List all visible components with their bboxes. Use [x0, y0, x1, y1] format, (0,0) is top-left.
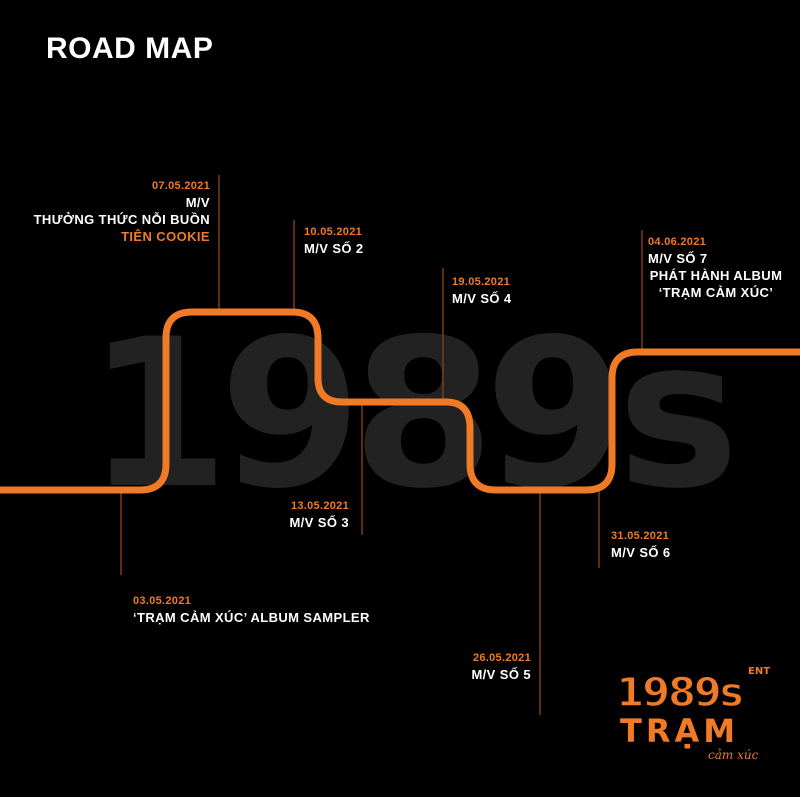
logo-wordmark: 1989s: [616, 672, 745, 712]
logo-ent: ENT: [748, 666, 771, 677]
event-31-05: 31.05.2021 M/V SỐ 6: [611, 530, 671, 561]
event-line: M/V SỐ 2: [304, 241, 364, 256]
logo-subtitle: cảm xúc: [708, 748, 759, 762]
event-10-05: 10.05.2021 M/V SỐ 2: [304, 226, 364, 257]
event-date: 26.05.2021: [472, 652, 531, 664]
event-line: M/V SỐ 5: [471, 667, 531, 682]
event-date: 13.05.2021: [290, 500, 349, 512]
event-19-05: 19.05.2021 M/V SỐ 4: [452, 276, 512, 307]
logo-name: TRẠM: [620, 712, 740, 750]
event-04-06: 04.06.2021 M/V SỐ 7 PHÁT HÀNH ALBUM ‘TRẠ…: [648, 236, 784, 301]
event-line: M/V SỐ 7: [648, 251, 708, 266]
brand-logo: 1989s ENT TRẠM cảm xúc: [600, 666, 770, 782]
event-line: M/V SỐ 6: [611, 545, 671, 560]
event-date: 10.05.2021: [304, 226, 363, 238]
event-line: ‘TRẠM CẢM XÚC’: [658, 285, 774, 300]
event-date: 07.05.2021: [151, 180, 210, 192]
page-title: ROAD MAP: [46, 32, 214, 65]
event-date: 04.06.2021: [648, 236, 707, 248]
watermark-text: 1989s: [87, 296, 731, 534]
event-line: M/V SỐ 4: [452, 291, 512, 306]
event-line: M/V SỐ 3: [289, 515, 349, 530]
event-03-05: 03.05.2021 ‘TRẠM CẢM XÚC’ ALBUM SAMPLER: [133, 595, 370, 626]
event-line: ‘TRẠM CẢM XÚC’ ALBUM SAMPLER: [133, 610, 370, 625]
timeline-path: [0, 308, 800, 494]
event-highlight: TIÊN COOKIE: [121, 229, 210, 244]
event-date: 19.05.2021: [452, 276, 511, 288]
event-07-05: 07.05.2021 M/V THƯỞNG THỨC NỖI BUỒN TIÊN…: [34, 180, 210, 245]
logo-brand: 1989s: [616, 672, 741, 712]
event-13-05: 13.05.2021 M/V SỐ 3: [289, 500, 349, 531]
event-line: THƯỞNG THỨC NỖI BUỒN: [33, 212, 210, 227]
event-26-05: 26.05.2021 M/V SỐ 5: [471, 652, 531, 683]
event-date: 31.05.2021: [611, 530, 670, 542]
event-date: 03.05.2021: [133, 595, 192, 607]
event-line: M/V: [185, 195, 210, 210]
timeline-connectors: [120, 175, 643, 715]
event-line: PHÁT HÀNH ALBUM: [649, 268, 783, 283]
